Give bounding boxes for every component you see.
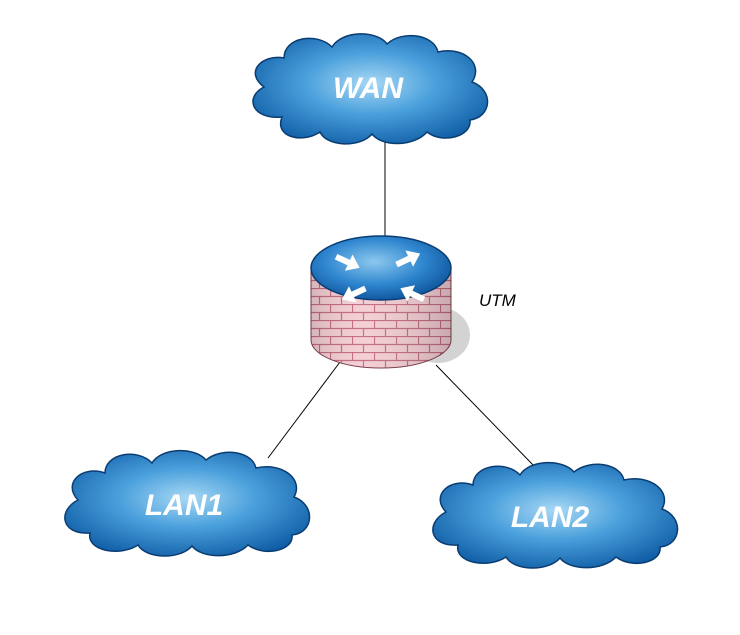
wan-cloud: WAN [252,33,489,145]
cloud-icon [64,449,311,557]
utm-device: UTM [310,235,517,369]
utm-label: UTM [479,291,517,310]
wan-label: WAN [333,72,404,105]
lan1-label: LAN1 [145,489,223,522]
link-utm-lan1 [267,361,341,459]
router-arrows-icon [334,250,426,303]
lan1-cloud: LAN1 [64,449,311,557]
cloud-icon [432,461,679,569]
router-top [310,235,452,301]
links [267,140,536,468]
cloud-icon [252,33,489,145]
lan2-cloud: LAN2 [432,461,679,569]
lan2-label: LAN2 [511,501,590,534]
link-utm-lan2 [435,364,536,468]
